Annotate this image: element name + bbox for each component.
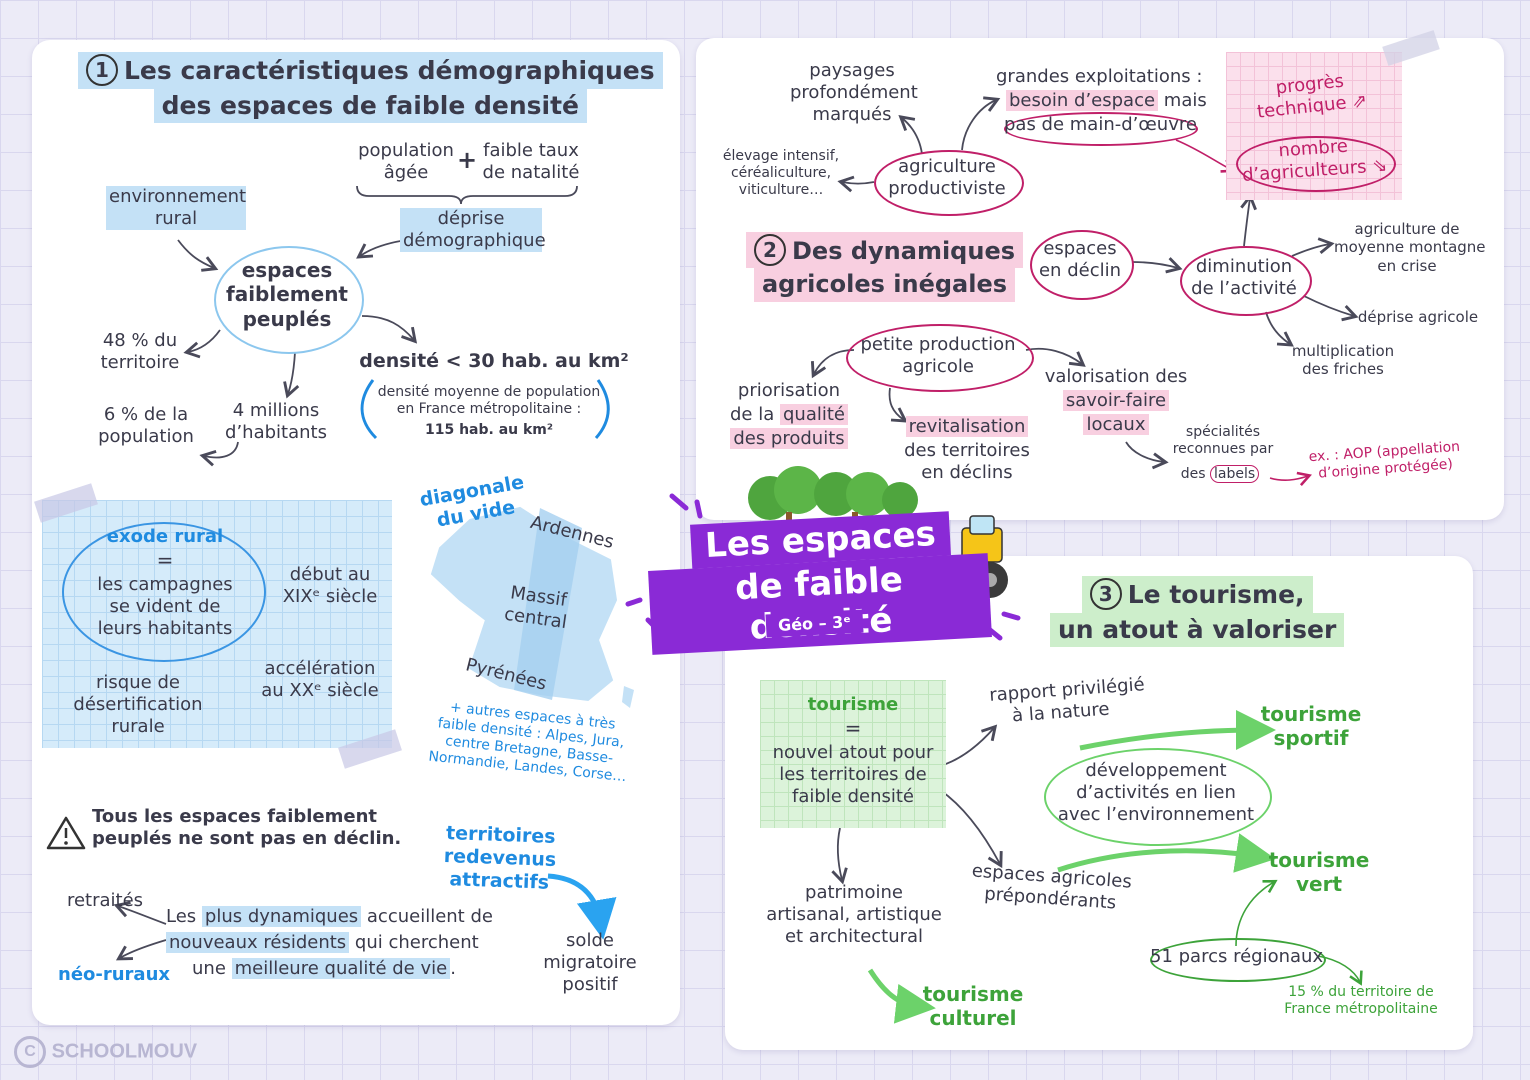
population-6: 6 % de la population bbox=[98, 404, 194, 448]
grandes-exploitations: grandes exploitations : bbox=[996, 66, 1202, 88]
espaces-faiblement-peuples: espaces faiblement peuplés bbox=[214, 258, 360, 331]
revitalisation-line2: des territoires en déclins bbox=[900, 440, 1034, 484]
paysages-marques: paysages profondément marqués bbox=[790, 60, 914, 126]
retraites: retraités bbox=[60, 890, 150, 912]
priorisation-line3: des produits bbox=[730, 428, 848, 450]
section3-title: 3Le tourisme, un atout à valoriser bbox=[1050, 576, 1344, 647]
millions-habitants: 4 millions d’habitants bbox=[218, 400, 334, 444]
petite-production: petite production agricole bbox=[846, 334, 1030, 378]
risque-desertification: risque de désertification rurale bbox=[68, 672, 208, 738]
multiplication-friches: multiplication des friches bbox=[1286, 342, 1400, 379]
copyright-icon: C bbox=[14, 1036, 46, 1068]
besoin-espace-line: besoin d’espace mais bbox=[1006, 90, 1196, 112]
diminution-activite: diminution de l’activité bbox=[1180, 256, 1308, 300]
priorisation-line2: de la qualité bbox=[730, 404, 848, 426]
brand-logo: C SCHOOLMOUV bbox=[14, 1036, 197, 1068]
agriculture-productiviste: agriculture productiviste bbox=[874, 156, 1020, 200]
section2-title: 2Des dynamiques agricoles inégales bbox=[746, 232, 1023, 302]
dynamiques-line3: une meilleure qualité de vie. bbox=[192, 958, 502, 980]
specialites: spécialités reconnues par bbox=[1168, 424, 1278, 458]
tourisme-definition: nouvel atout pour les territoires de fai… bbox=[760, 742, 946, 808]
tourisme-vert: tourisme vert bbox=[1264, 848, 1374, 897]
tourisme-sportif: tourisme sportif bbox=[1256, 702, 1366, 751]
tourisme-title: tourisme bbox=[760, 694, 946, 716]
solde-migratoire: solde migratoire positif bbox=[540, 930, 640, 996]
exode-equals: = bbox=[88, 548, 242, 572]
espaces-en-declin: espaces en déclin bbox=[1030, 238, 1130, 282]
parcs-regionaux: 51 parcs régionaux bbox=[1150, 946, 1322, 968]
pas-main-oeuvre: pas de main-d’œuvre bbox=[1004, 114, 1194, 136]
specialites-labels: des labels bbox=[1170, 466, 1270, 483]
densite-30: densité < 30 hab. au km² bbox=[356, 350, 632, 373]
section2-number: 2 bbox=[754, 234, 786, 266]
patrimoine: patrimoine artisanal, artistique et arch… bbox=[764, 882, 944, 948]
plus-sign: + bbox=[456, 146, 478, 175]
dynamiques-line1: Les plus dynamiques accueillent de bbox=[166, 906, 476, 928]
deprise-demographique: déprise démographique bbox=[400, 208, 542, 252]
section1-number: 1 bbox=[86, 54, 118, 86]
exode-rural-title: exode rural bbox=[88, 526, 242, 548]
territoire-48: 48 % du territoire bbox=[92, 330, 188, 374]
acceleration-xx: accélération au XXᵉ siècle bbox=[260, 658, 380, 702]
priorisation-line1: priorisation bbox=[730, 380, 848, 402]
dynamiques-line2: nouveaux résidents qui cherchent bbox=[166, 932, 476, 954]
warning-text: Tous les espaces faiblement peuplés ne s… bbox=[92, 806, 402, 850]
environnement-rural: environnement rural bbox=[106, 186, 246, 230]
deprise-agricole: déprise agricole bbox=[1356, 308, 1480, 326]
section3-number: 3 bbox=[1090, 578, 1122, 610]
valorisation-line3: locaux bbox=[1044, 414, 1188, 436]
agriculture-montagne: agriculture de moyenne montagne en crise bbox=[1334, 220, 1480, 275]
faible-taux: faible taux de natalité bbox=[476, 140, 586, 184]
section1-title: 1Les caractéristiques démographiques des… bbox=[78, 52, 663, 123]
neo-ruraux: néo-ruraux bbox=[54, 964, 174, 986]
revitalisation-line1: revitalisation bbox=[900, 416, 1034, 438]
densite-moyenne: densité moyenne de population en France … bbox=[376, 384, 602, 418]
exode-text: les campagnes se vident de leurs habitan… bbox=[88, 574, 242, 640]
population-agee: population âgée bbox=[356, 140, 456, 184]
tourisme-equals: = bbox=[760, 716, 946, 740]
debut-xix: début au XIXᵉ siècle bbox=[280, 564, 380, 608]
tourisme-culturel: tourisme culturel bbox=[918, 982, 1028, 1031]
developpement-activites: développement d’activités en lien avec l… bbox=[1044, 760, 1268, 826]
valorisation-line2: savoir-faire bbox=[1044, 390, 1188, 412]
densite-moyenne-valeur: 115 hab. au km² bbox=[376, 422, 602, 439]
territoires-attractifs: territoires redevenus attractifs bbox=[439, 822, 561, 896]
center-title-line2: de faible densité bbox=[648, 553, 992, 655]
territoire-15: 15 % du territoire de France métropolita… bbox=[1276, 984, 1446, 1018]
valorisation-line1: valorisation des bbox=[1044, 366, 1188, 388]
elevage-intensif: élevage intensif, céréaliculture, viticu… bbox=[716, 148, 846, 199]
